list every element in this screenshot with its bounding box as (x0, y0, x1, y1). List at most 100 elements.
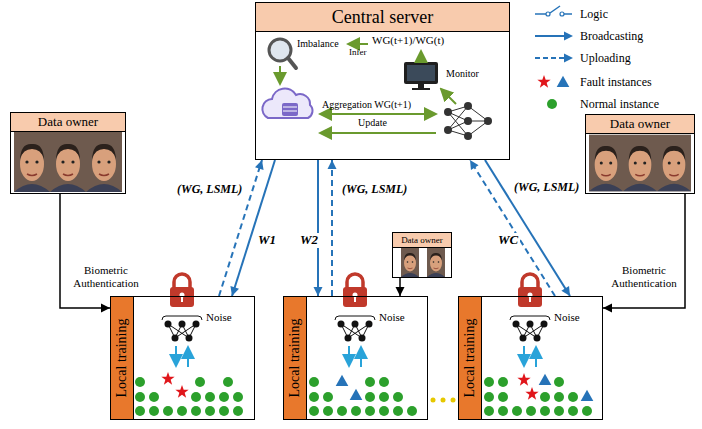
local-model (165, 321, 548, 342)
database-icon (283, 111, 297, 112)
monitor-icon (412, 88, 430, 90)
annotation-label: Monitor (446, 68, 479, 80)
connector-line (331, 160, 333, 296)
upload-sample (535, 57, 566, 59)
fault-star (161, 372, 174, 385)
flow-arrow (348, 43, 368, 45)
arrowhead (470, 160, 479, 170)
edge-label: W1 (256, 233, 278, 248)
server-box: Central server (255, 2, 510, 160)
node-title: Central server (332, 7, 433, 28)
connector (603, 194, 685, 313)
training-arrows (176, 346, 536, 367)
lock-icon (170, 274, 194, 307)
upload-sample (564, 54, 573, 63)
local-training-box: Local training Noise (458, 296, 603, 420)
flow-arrow (279, 66, 281, 84)
connector (396, 278, 405, 296)
node-title: Data owner (610, 116, 670, 132)
arrowhead (396, 287, 405, 296)
logic-sample (564, 13, 572, 15)
arrowhead (314, 287, 323, 296)
database-icon (283, 107, 297, 108)
arrowhead (101, 304, 110, 313)
fault-triangle (581, 390, 594, 401)
connector (314, 160, 323, 296)
normal-dot (547, 99, 557, 109)
training-band: Local training (284, 297, 307, 419)
monitor-icon (407, 65, 435, 81)
edge-label: W2 (298, 233, 320, 248)
annotation-label: Update (358, 117, 387, 129)
edge-label: (WG, LSML) (175, 183, 244, 197)
flow-arrow (320, 113, 436, 115)
logic-sample (546, 12, 550, 16)
monitor-icon (418, 84, 424, 88)
fault-triangle (557, 76, 570, 87)
node-text: Noise (379, 311, 405, 323)
node-text: Noise (554, 311, 580, 323)
face-photo (401, 247, 419, 277)
node-title: Local training (114, 319, 130, 398)
face-photo (50, 132, 86, 192)
node-title: Local training (462, 319, 478, 398)
training-band: Local training (459, 297, 482, 419)
fault-star (175, 385, 188, 398)
face-photo (589, 135, 623, 192)
legend-text: Uploading (580, 51, 631, 65)
legend-text: Broadcasting (580, 29, 643, 43)
flow-arrow (420, 51, 422, 60)
logic-sample (560, 12, 564, 16)
local-training-box: Local training Noise (283, 296, 428, 420)
arrowhead (230, 286, 239, 296)
fault-triangle (539, 374, 552, 385)
edge-label: Biometric Authentication (66, 264, 146, 289)
magnifier-icon (288, 58, 296, 68)
edge-label: (WG, LSML) (512, 181, 581, 195)
data-owner-box: Data owner (585, 114, 695, 194)
edge-label: Biometric Authentication (604, 264, 684, 289)
broadcast-sample (535, 35, 566, 37)
network-icon (448, 106, 488, 136)
annotation-label: Infer (349, 47, 367, 57)
connector (230, 160, 275, 296)
face-photo (623, 135, 657, 192)
lock-icon (343, 274, 367, 307)
training-band: Local training (111, 297, 134, 419)
fault-star (525, 387, 538, 400)
legend-text: Logic (580, 7, 608, 21)
connector-line (232, 160, 275, 296)
flow-arrow (441, 89, 456, 104)
fault-star (517, 373, 530, 386)
fault-triangle (336, 375, 349, 386)
legend-text: Normal instance (580, 97, 659, 111)
header-band: Central server (256, 3, 509, 32)
arrowhead (328, 160, 337, 169)
connector (219, 160, 264, 296)
edge-label: WC (496, 233, 520, 248)
connector-line (603, 194, 685, 308)
edge-label: (WG, LSML) (340, 183, 409, 197)
annotation-label: WG(t+1)/WG(t) (372, 34, 444, 47)
arrowhead (255, 160, 264, 170)
connector (60, 194, 110, 313)
node-title: Data owner (38, 114, 98, 130)
arrowhead (561, 286, 570, 296)
database-icon (282, 103, 298, 116)
node-title: Local training (287, 319, 303, 398)
annotation-label: Imbalance (297, 38, 339, 50)
ellipsis-dots (431, 398, 456, 403)
connector-line (317, 160, 319, 296)
network-icon (444, 102, 492, 140)
flow-arrow (320, 132, 436, 134)
data-owner-box: Data owner (392, 232, 452, 278)
logic-sample (535, 13, 546, 15)
logic-sample (550, 6, 560, 13)
fault-triangle (350, 389, 363, 400)
header-band: Data owner (393, 233, 451, 248)
face-photo (86, 132, 122, 192)
connector-line (60, 194, 110, 308)
header-band: Data owner (11, 113, 125, 132)
legend-text: Fault instances (580, 75, 652, 89)
connector (328, 160, 337, 296)
